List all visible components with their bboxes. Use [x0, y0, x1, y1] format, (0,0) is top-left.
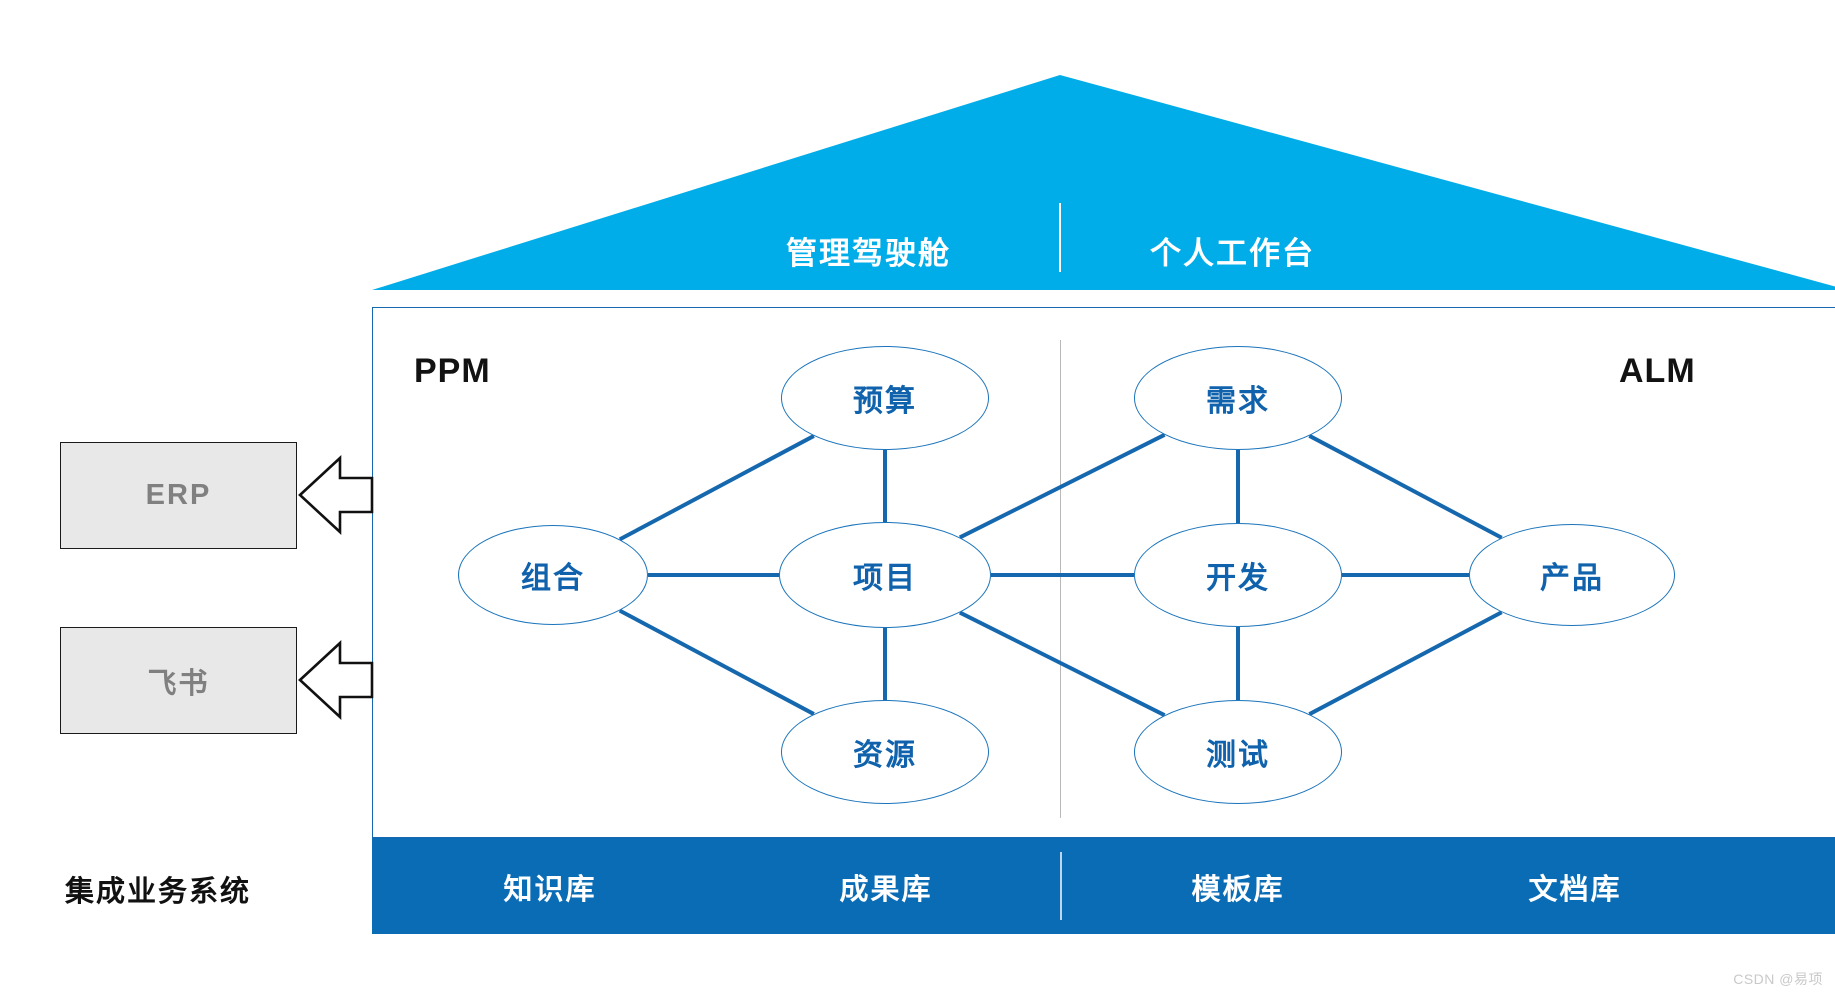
repository-item-0[interactable]: 知识库	[503, 874, 597, 906]
node-project[interactable]: 项目	[779, 522, 991, 628]
external-system-erp-label: ERP	[145, 479, 212, 511]
node-resource-label: 资源	[853, 739, 917, 772]
ppm-section-label: PPM	[414, 352, 491, 390]
node-budget-label: 预算	[853, 385, 917, 418]
repository-item-2[interactable]: 模板库	[1191, 874, 1285, 906]
arrow-left-icon-erp	[298, 455, 374, 535]
repository-bar-divider	[1060, 852, 1062, 920]
arrow-left-icon-feishu	[298, 640, 374, 720]
node-portfolio-label: 组合	[521, 562, 585, 595]
repository-bar	[372, 838, 1835, 934]
node-develop[interactable]: 开发	[1134, 523, 1342, 627]
external-system-feishu-label: 飞书	[147, 667, 210, 700]
watermark: CSDN @易项	[1733, 971, 1823, 987]
external-system-erp[interactable]: ERP	[60, 442, 297, 549]
node-test-label: 测试	[1206, 739, 1270, 772]
node-develop-label: 开发	[1206, 562, 1270, 595]
integration-section-label: 集成业务系统	[65, 876, 252, 908]
alm-section-label: ALM	[1619, 352, 1696, 390]
node-demand-label: 需求	[1206, 385, 1270, 418]
node-resource[interactable]: 资源	[781, 700, 989, 804]
node-product[interactable]: 产品	[1469, 524, 1675, 626]
node-demand[interactable]: 需求	[1134, 346, 1342, 450]
ppm-alm-divider	[1060, 340, 1062, 818]
repository-item-3[interactable]: 文档库	[1528, 874, 1622, 906]
external-system-feishu[interactable]: 飞书	[60, 627, 297, 734]
node-project-label: 项目	[853, 562, 917, 595]
node-product-label: 产品	[1540, 562, 1604, 595]
roof-label-personal-workspace: 个人工作台	[1150, 236, 1315, 271]
repository-item-1[interactable]: 成果库	[839, 874, 933, 906]
roof-label-management-cockpit: 管理驾驶舱	[786, 236, 951, 271]
node-portfolio[interactable]: 组合	[458, 525, 648, 625]
node-test[interactable]: 测试	[1134, 700, 1342, 804]
node-budget[interactable]: 预算	[781, 346, 989, 450]
